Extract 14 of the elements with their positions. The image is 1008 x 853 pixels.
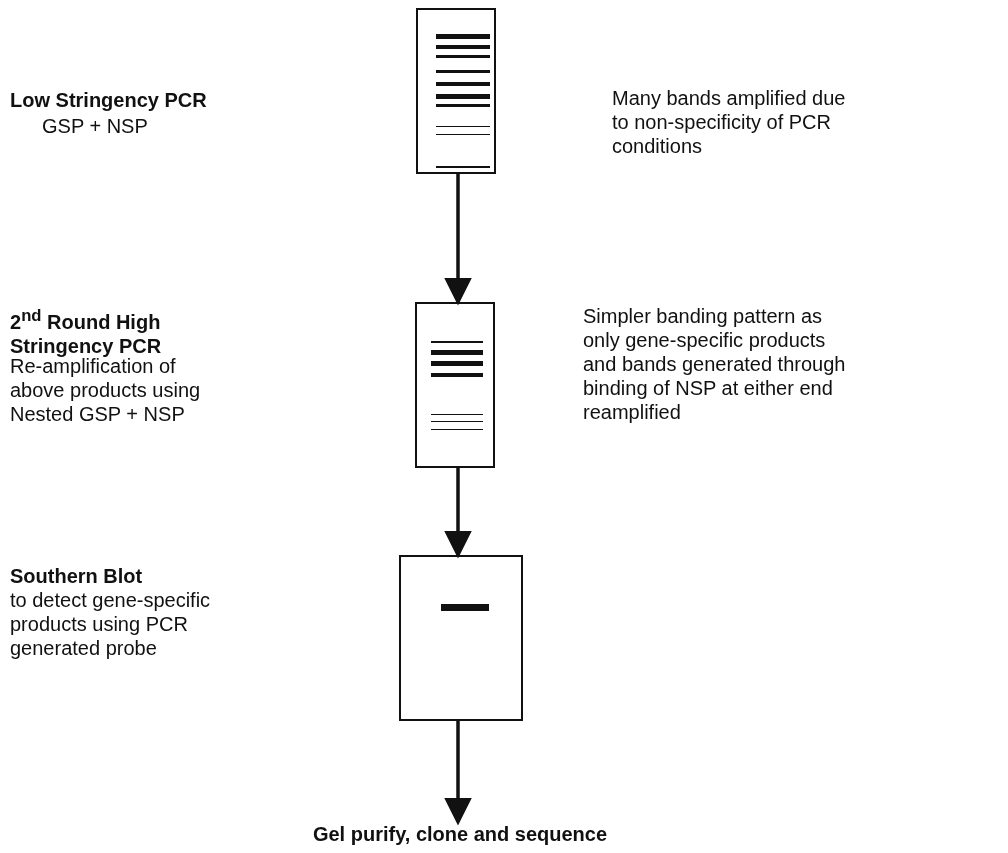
step-description: to detect gene-specific products using PCR generated probe	[10, 588, 212, 660]
arrow	[444, 721, 472, 826]
gel-lane-box	[399, 555, 523, 721]
result-note: Simpler banding pattern as only gene-specific products and bands generated through binding of NSP at either end reamplified	[583, 304, 847, 424]
gel-lane-box	[416, 8, 496, 174]
arrow	[444, 468, 472, 559]
arrow	[444, 174, 472, 306]
step-heading: 2$^{nd}$ Round High Stringency PCR	[10, 305, 162, 358]
gel-lane-box	[415, 302, 495, 468]
step-label: Gel purify, clone and sequence	[230, 822, 690, 848]
step-heading: Southern Blot	[10, 564, 144, 588]
step-description: GSP + NSP	[42, 114, 149, 138]
result-note: Many bands amplified due to non-specificity of PCR conditions	[612, 86, 847, 158]
step-heading: Low Stringency PCR	[10, 88, 208, 112]
